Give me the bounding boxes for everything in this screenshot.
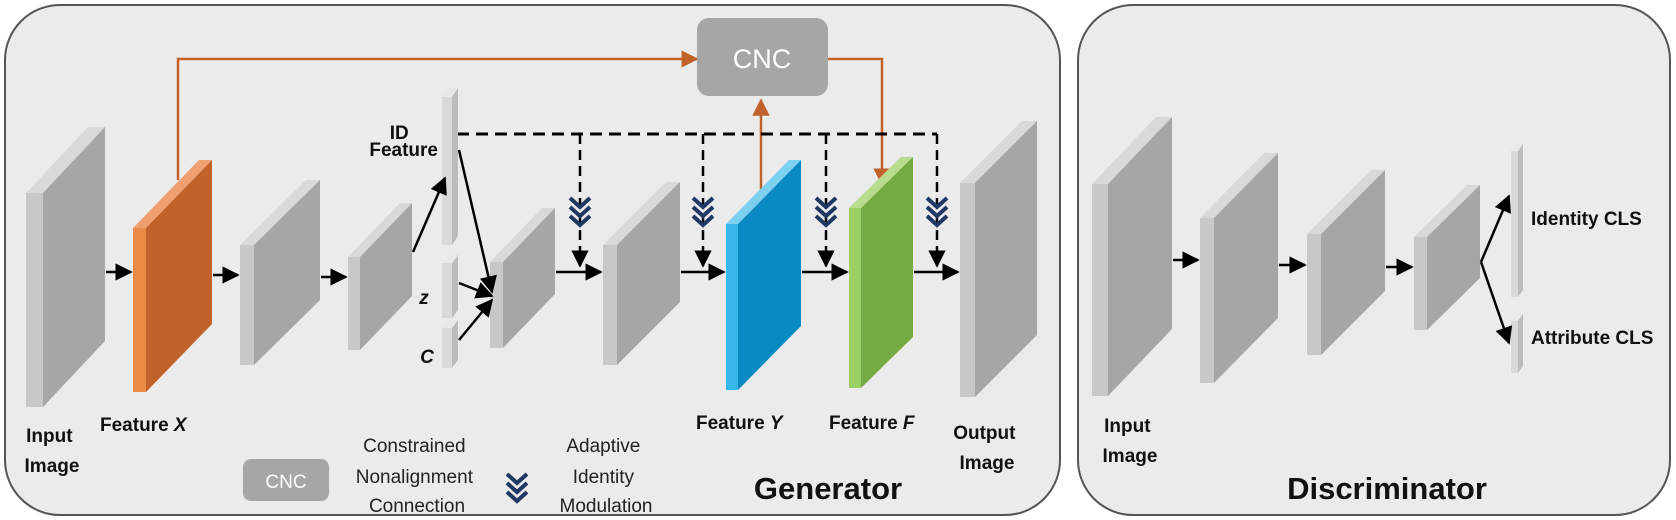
generator-title: Generator (754, 471, 902, 506)
feature-f-block (849, 157, 913, 388)
cnc-line-to-feature-f (828, 57, 891, 186)
disc-block-4 (1414, 185, 1480, 330)
c-block (442, 320, 458, 368)
feature-y-block (726, 160, 801, 390)
feature-x-label: Feature X (100, 415, 188, 436)
feature-y-label: Feature Y (696, 413, 785, 434)
gen-arrows (106, 149, 960, 341)
aim-chevron-icon (691, 196, 715, 228)
feature-f-label: Feature F (829, 413, 916, 434)
gen-block-6 (603, 182, 680, 365)
z-block (442, 255, 458, 318)
gen-block-3 (240, 180, 320, 365)
aim-chevron-icon (568, 196, 592, 228)
attribute-cls-label: Attribute CLS (1531, 328, 1653, 349)
disc-block-3 (1307, 170, 1385, 355)
id-feature-label: ID Feature (369, 123, 438, 161)
cnc-box-label: CNC (733, 44, 792, 74)
gen-output-block (960, 121, 1037, 397)
disc-input-block (1092, 117, 1172, 396)
identity-cls-label: Identity CLS (1531, 209, 1642, 230)
gen-block-4 (348, 203, 412, 350)
identity-cls-block (1511, 144, 1523, 297)
c-label: C (420, 347, 434, 368)
discriminator-title: Discriminator (1287, 471, 1487, 506)
legend-chevron-icon (505, 472, 529, 504)
z-label: z (418, 288, 429, 309)
legend-cnc-badge (243, 459, 329, 501)
cnc-line-feature-x (176, 50, 699, 180)
id-feature-block (442, 88, 458, 245)
gen-output-label: Output Image (953, 423, 1021, 474)
attribute-cls-block (1511, 314, 1523, 373)
legend-cnc-text: Constrained Nonalignment Connection (356, 436, 479, 517)
disc-block-2 (1200, 153, 1278, 383)
legend-cnc-badge-label: CNC (265, 472, 306, 493)
aim-chevron-icon (925, 196, 949, 228)
gen-input-label: Input Image (25, 426, 80, 477)
gen-input-block (26, 127, 105, 407)
feature-x-block (133, 160, 212, 392)
disc-arrows (1173, 194, 1513, 345)
legend-aim-text: Adaptive Identity Modulation (560, 436, 653, 517)
disc-input-label: Input Image (1103, 416, 1158, 467)
cnc-box (697, 18, 828, 96)
aim-chevron-icon (814, 196, 838, 228)
